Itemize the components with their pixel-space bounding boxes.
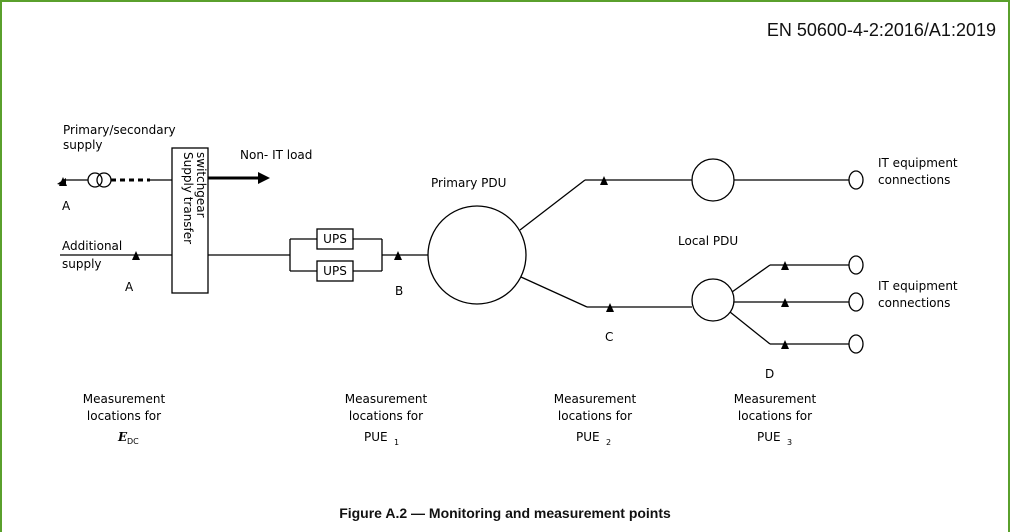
- transformer-coil-left: [87, 172, 103, 188]
- pue3-subscript: 3: [787, 438, 792, 447]
- upper-it-connection: [848, 170, 864, 190]
- edc-location-label-2: locations for: [87, 409, 161, 423]
- primary-supply-label-2: supply: [63, 138, 103, 152]
- ups-bottom-label: UPS: [323, 264, 347, 278]
- it-connection-2: [848, 292, 864, 312]
- it-equipment-bottom-label-1: IT equipment: [878, 279, 958, 293]
- additional-supply-label-1: Additional: [62, 239, 122, 253]
- marker-d-bottom: [781, 340, 789, 349]
- local-pdu-circle: [691, 278, 735, 322]
- local-pdu-branch-top-diag: [731, 264, 771, 293]
- marker-b: [394, 251, 402, 260]
- primary-pdu-label: Primary PDU: [431, 176, 506, 190]
- figure-caption: Figure A.2 — Monitoring and measurement …: [339, 505, 671, 521]
- pue1-subscript: 1: [394, 438, 399, 447]
- pdu-lower-branch-diag: [520, 276, 588, 308]
- it-equipment-top-label-2: connections: [878, 173, 950, 187]
- pue2-symbol: PUE: [576, 430, 600, 444]
- additional-supply-label-2: supply: [62, 257, 102, 271]
- non-it-load-arrowhead: [258, 172, 270, 184]
- edc-subscript: DC: [127, 437, 139, 446]
- point-a-lower-label: A: [125, 280, 134, 294]
- switchgear-box: [171, 147, 209, 294]
- marker-d-top: [781, 261, 789, 270]
- switchgear-label-2: switchgear: [194, 152, 208, 218]
- pue2-subscript: 2: [606, 438, 611, 447]
- pue1-location-label-2: locations for: [349, 409, 423, 423]
- point-d-label: D: [765, 367, 774, 381]
- transformer-coil-right: [96, 172, 112, 188]
- marker-a-lower: [132, 251, 140, 260]
- it-connection-1: [848, 255, 864, 275]
- marker-c: [606, 303, 614, 312]
- edc-location-label-1: Measurement: [83, 392, 166, 406]
- non-it-load-label: Non- IT load: [240, 148, 312, 162]
- primary-pdu-circle: [427, 205, 527, 305]
- upper-distribution-circle: [691, 158, 735, 202]
- edc-symbol: E: [117, 430, 128, 444]
- pue1-symbol: PUE: [364, 430, 388, 444]
- pue3-location-label-1: Measurement: [734, 392, 817, 406]
- marker-a-upper: [59, 177, 67, 186]
- standard-reference: EN 50600-4-2:2016/A1:2019: [766, 20, 996, 40]
- pdu-upper-branch-diag: [519, 179, 586, 231]
- pue1-location-label-1: Measurement: [345, 392, 428, 406]
- pue2-location-label-2: locations for: [558, 409, 632, 423]
- switchgear-label-1: Supply transfer: [181, 152, 195, 244]
- pue2-location-label-1: Measurement: [554, 392, 637, 406]
- it-equipment-top-label-1: IT equipment: [878, 156, 958, 170]
- ups-top-label: UPS: [323, 232, 347, 246]
- point-a-upper-label: A: [62, 199, 71, 213]
- pue3-symbol: PUE: [757, 430, 781, 444]
- local-pdu-label: Local PDU: [678, 234, 738, 248]
- it-equipment-bottom-label-2: connections: [878, 296, 950, 310]
- it-connection-3: [848, 334, 864, 354]
- pue3-location-label-2: locations for: [738, 409, 812, 423]
- marker-d-middle: [781, 298, 789, 307]
- point-c-label: C: [605, 330, 613, 344]
- point-b-label: B: [395, 284, 403, 298]
- marker-upper-branch: [600, 176, 608, 185]
- primary-supply-label-1: Primary/secondary: [63, 123, 176, 137]
- local-pdu-branch-bottom-diag: [729, 311, 771, 345]
